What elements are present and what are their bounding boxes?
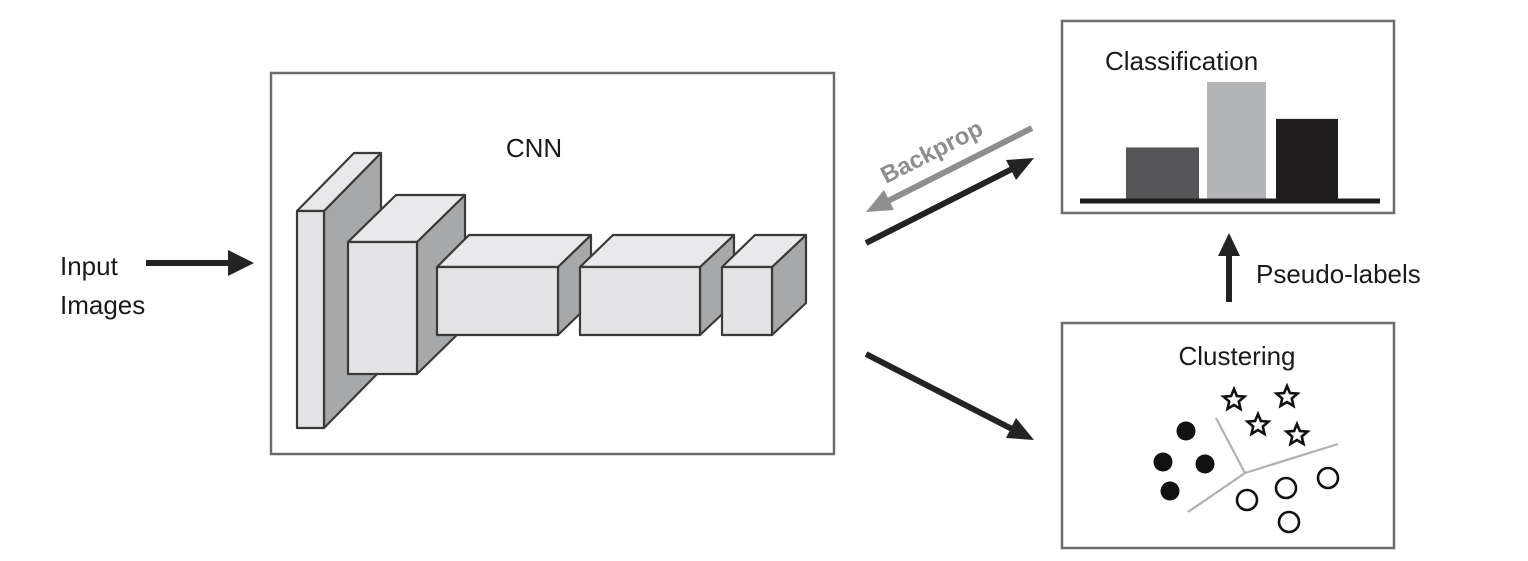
classification-bar-1 [1126,147,1199,201]
cnn-title: CNN [506,133,562,163]
classification-bar-2 [1207,82,1266,201]
layer-3-front [435,265,560,337]
filled-circle-point [1195,454,1215,474]
classification-title: Classification [1105,46,1258,76]
open-circle-point [1316,466,1340,490]
cnn-layer-4 [578,233,736,337]
cluster-dividers [1187,417,1339,513]
cluster-filled-circles [1153,421,1215,501]
star-point [1283,420,1311,447]
filled-circle-point [1176,421,1196,441]
clustering-title: Clustering [1178,341,1295,371]
classification-bars [1126,82,1338,201]
star-point [1244,410,1272,437]
cnn-layer-3 [435,233,593,337]
input-label-line2: Images [60,290,145,320]
forward-arrow-to-classification [864,158,1034,246]
layer-5-front [720,265,774,337]
cnn-layer-5 [720,233,808,337]
layer-2-front [346,240,419,376]
star-point [1273,382,1301,409]
filled-circle-point [1153,452,1173,472]
layer-1-front [295,209,326,430]
clustering-box [1060,321,1396,550]
cluster-stars [1220,382,1311,447]
cnn-layers [295,151,808,430]
input-arrow [146,250,254,276]
layer-4-front [578,265,702,337]
open-circle-point [1274,476,1298,500]
pseudo-labels-label: Pseudo-labels [1256,259,1421,289]
open-circle-point [1235,488,1259,512]
open-circle-point [1277,510,1301,534]
filled-circle-point [1160,481,1180,501]
pseudo-labels-arrow [1218,233,1240,302]
backprop-arrow [866,125,1034,212]
input-label-line1: Input [60,251,119,281]
star-point [1220,385,1248,412]
classification-bar-3 [1276,118,1338,201]
cluster-open-circles [1235,466,1340,534]
forward-arrow-to-clustering [864,351,1034,440]
